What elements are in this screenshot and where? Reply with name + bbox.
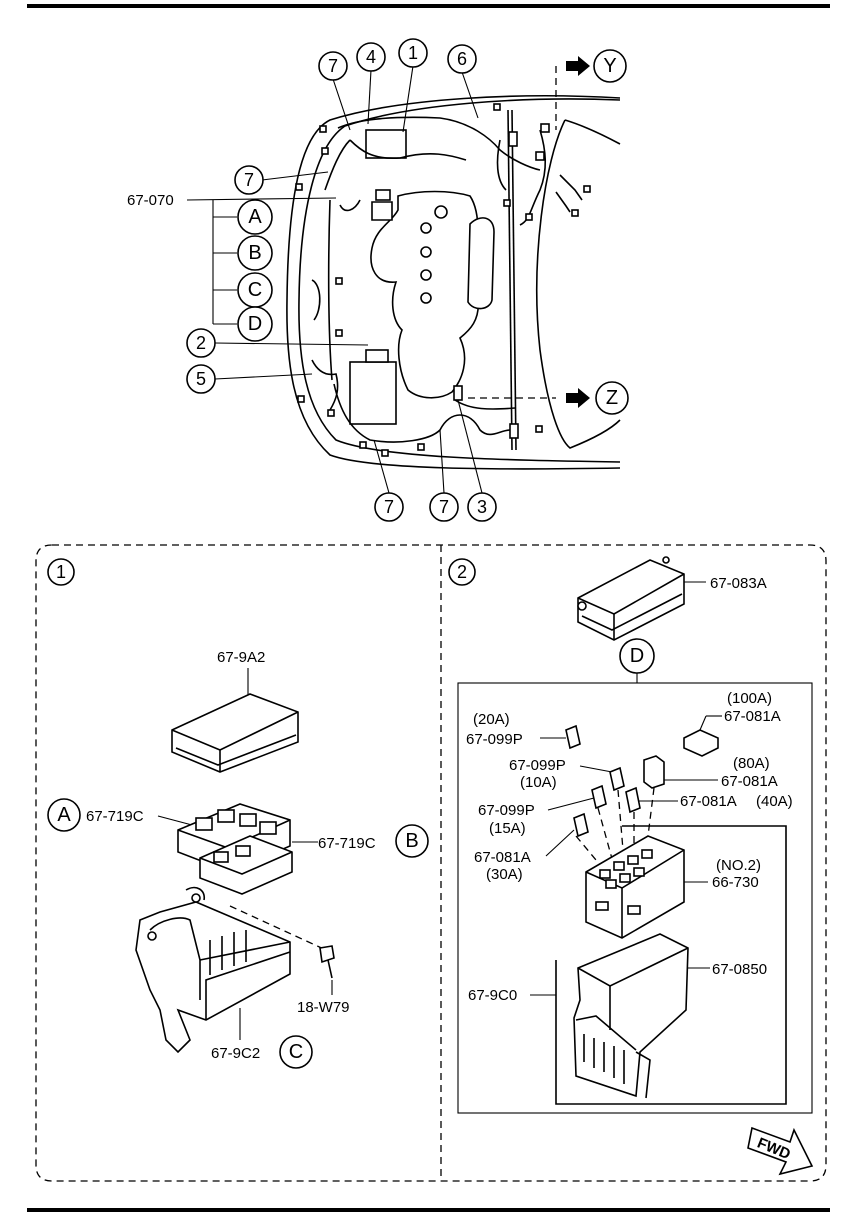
callout-7-d: 7 [429, 492, 459, 522]
panel-2-number: 2 [448, 558, 476, 586]
connector-d: D [237, 306, 273, 342]
fuse-15a-part: 67-099P [478, 802, 535, 819]
svg-text:4: 4 [366, 47, 376, 67]
svg-text:A: A [248, 206, 262, 228]
fuse-10a-rating: (10A) [520, 774, 557, 791]
fuse-15a-drawing [591, 784, 607, 810]
block-assembly-bracket [555, 825, 787, 1105]
tag-d: D [619, 638, 655, 674]
part-67-0850: 67-0850 [712, 961, 767, 978]
part-67-9c0: 67-9C0 [468, 987, 517, 1004]
fuse-80a-part: 67-081A [721, 773, 778, 790]
fuse-100a-rating: (100A) [727, 690, 772, 707]
fuse-80a-rating: (80A) [733, 755, 770, 772]
callout-6: 6 [447, 44, 477, 74]
callout-y: Y [593, 49, 627, 83]
part-67-719c-left: 67-719C [86, 808, 144, 825]
svg-text:5: 5 [196, 369, 206, 389]
callout-3: 3 [467, 492, 497, 522]
tag-a: A [47, 798, 81, 832]
svg-text:C: C [248, 279, 262, 301]
fuse-20a-drawing [565, 724, 581, 750]
fuse-20a-rating: (20A) [473, 711, 510, 728]
relay-blocks-drawing [177, 803, 293, 895]
svg-text:2: 2 [196, 333, 206, 353]
fuse-40a-part: 67-081A [680, 793, 737, 810]
fuse-10a-part: 67-099P [509, 757, 566, 774]
arrow-z [566, 388, 590, 408]
fuse-block-frame [457, 682, 813, 1114]
part-66-730: 66-730 [712, 874, 759, 891]
fuse-15a-rating: (15A) [489, 820, 526, 837]
svg-text:1: 1 [56, 562, 66, 582]
block-no: (NO.2) [716, 857, 761, 874]
callout-leaders [186, 65, 557, 494]
connector-b: B [237, 235, 273, 271]
svg-text:FWD: FWD [755, 1135, 793, 1164]
fuse-10a-drawing [609, 766, 625, 792]
svg-text:A: A [57, 804, 71, 826]
tag-b: B [395, 824, 429, 858]
svg-text:B: B [248, 242, 261, 264]
fuse-100a-drawing [683, 729, 719, 757]
svg-text:B: B [405, 830, 418, 852]
svg-text:7: 7 [384, 497, 394, 517]
connector-a: A [237, 199, 273, 235]
callout-4: 4 [356, 42, 386, 72]
fuse-20a-part: 67-099P [466, 731, 523, 748]
bracket-drawing [135, 886, 291, 1054]
callout-1: 1 [398, 38, 428, 68]
fuse-30a-part: 67-081A [474, 849, 531, 866]
svg-text:D: D [630, 645, 644, 667]
fuse-80a-drawing [643, 755, 665, 789]
fuse-40a-rating: (40A) [756, 793, 793, 810]
engine-bay-drawing [286, 95, 621, 470]
fuse-block-body-drawing [585, 835, 685, 939]
callout-2: 2 [186, 328, 216, 358]
fwd-arrow-icon: FWD [747, 1126, 814, 1176]
fuse-block-cover-drawing [577, 556, 685, 641]
callout-7-b: 7 [234, 165, 264, 195]
callout-7-c: 7 [374, 492, 404, 522]
svg-text:3: 3 [477, 497, 487, 517]
svg-text:Z: Z [606, 387, 618, 409]
svg-text:2: 2 [457, 562, 467, 582]
svg-text:1: 1 [408, 43, 418, 63]
arrow-y [566, 56, 590, 76]
part-67-083a: 67-083A [710, 575, 767, 592]
detail-frame [35, 544, 827, 1182]
bolt-drawing [319, 945, 335, 979]
connector-c: C [237, 272, 273, 308]
tag-c: C [279, 1035, 313, 1069]
svg-text:7: 7 [244, 170, 254, 190]
part-67-9c2: 67-9C2 [211, 1045, 260, 1062]
svg-text:6: 6 [457, 49, 467, 69]
fuse-box-cover-drawing [171, 693, 299, 773]
svg-text:7: 7 [439, 497, 449, 517]
svg-text:D: D [248, 313, 262, 335]
fuse-100a-part: 67-081A [724, 708, 781, 725]
panel-1-number: 1 [47, 558, 75, 586]
part-67-719c-right: 67-719C [318, 835, 376, 852]
part-67-9a2: 67-9A2 [217, 649, 265, 666]
svg-text:C: C [289, 1041, 303, 1063]
fuse-40a-drawing [625, 786, 641, 814]
fuse-case-drawing [573, 933, 689, 1099]
callout-7-a: 7 [318, 51, 348, 81]
svg-text:7: 7 [328, 56, 338, 76]
fuse-30a-rating: (30A) [486, 866, 523, 883]
part-18-w79: 18-W79 [297, 999, 350, 1016]
callout-5: 5 [186, 364, 216, 394]
part-67-070: 67-070 [127, 192, 174, 209]
callout-z: Z [595, 381, 629, 415]
svg-text:Y: Y [603, 55, 616, 77]
fuse-30a-drawing [573, 812, 589, 838]
